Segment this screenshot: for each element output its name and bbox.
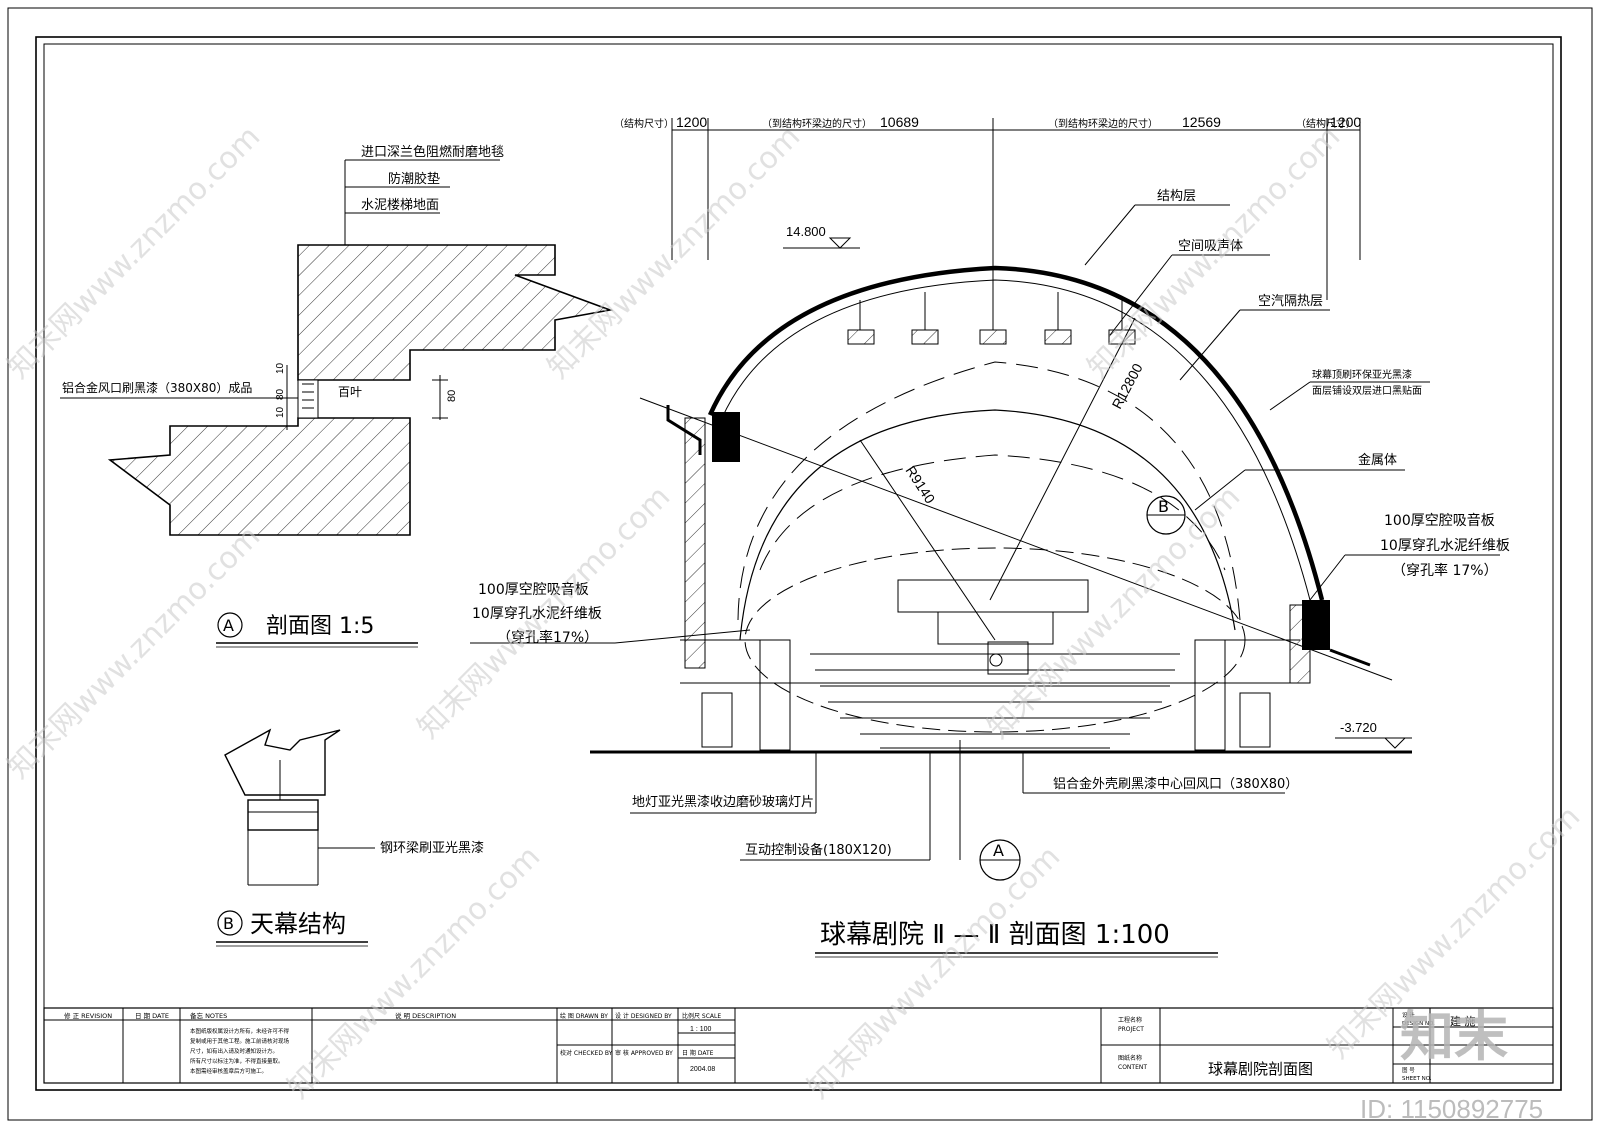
callout-left-board-2: 10厚穿孔水泥纤维板 [472,606,602,622]
tb-project-label-2: PROJECT [1118,1026,1144,1033]
tb-date-col: 日 期 DATE [135,1012,169,1020]
detail-b-title: 天幕结构 [250,910,346,938]
section-marker-b: B [1158,497,1169,516]
label-carpet: 进口深兰色阻燃耐磨地毯 [361,144,504,160]
detail-a-marker: A [223,616,234,635]
callout-absorber: 空间吸声体 [1178,239,1243,254]
elevation-top: 14.800 [786,224,826,239]
dim-label-4: （结构尺寸） [1296,117,1356,130]
tb-project-label-1: 工程名称 [1118,1016,1142,1024]
callout-floor-light: 地灯亚光黑漆收边磨砂玻璃灯片 [632,794,814,810]
tb-notes-head: 备忘 NOTES [190,1011,227,1020]
dim-10-bottom: 10 [275,406,286,418]
detail-a: 80 10 80 10 进口深兰色阻燃耐磨地毯 防潮胶垫 水泥楼梯地面 铝合金风… [60,144,614,648]
callout-air-layer: 空汽隔热层 [1258,294,1323,309]
tb-notes-5: 本图需经审核盖章后方可施工。 [190,1067,267,1075]
dim-80-right: 80 [446,390,458,402]
label-steel-ring: 钢环梁刷亚光黑漆 [380,840,484,856]
tb-checked-by: 校对 CHECKED BY [560,1049,613,1057]
callout-left-board-3: （穿孔率17%） [497,629,598,646]
label-floor: 水泥楼梯地面 [361,198,439,213]
tb-approved-by: 审 核 APPROVED BY [615,1049,673,1057]
tb-designed-by: 设 计 DESIGNED BY [615,1012,672,1020]
tb-design-label-2: DESIGN NO. [1402,1021,1435,1027]
tb-notes-2: 复制或用于其他工程。施工前请核对现场 [190,1037,290,1045]
label-louver: 百叶 [338,385,362,399]
callout-control: 互动控制设备(180X120) [745,842,892,858]
tb-drawn-by: 绘 图 DRAWN BY [560,1012,608,1020]
callout-right-board-1: 100厚空腔吸音板 [1384,512,1495,529]
callout-right-board-3: （穿孔率 17%） [1392,562,1498,579]
callout-left-board-1: 100厚空腔吸音板 [478,581,589,598]
tb-description: 说 明 DESCRIPTION [395,1011,456,1020]
tb-sheet-label-2: SHEET NO. [1402,1076,1432,1082]
tb-date-value: 2004.08 [690,1066,715,1073]
tb-scale-value: 1 : 100 [690,1026,712,1033]
detail-b: 钢环梁刷亚光黑漆 B 天幕结构 [216,728,484,947]
label-vent: 铝合金风口刷黑漆（380X80）成品 [62,380,252,395]
tb-design-label-1: 设 计 [1402,1011,1415,1019]
detail-a-title: 剖面图 1:5 [266,614,374,639]
callout-dome-paint-1: 球幕顶刷环保亚光黑漆 [1312,368,1412,381]
callout-structure: 结构层 [1157,189,1196,204]
callout-dome-paint-2: 面层铺设双层进口黑贴面 [1312,384,1422,397]
dim-80-left: 80 [275,388,286,400]
watermark-id: ID: 1150892775 [1360,1094,1543,1124]
tb-notes-4: 所有尺寸以标注为准，不得直接量取。 [190,1057,284,1065]
section-marker-a: A [993,841,1004,860]
dim-label-3: （到结构环梁边的尺寸） [1048,117,1158,130]
dim-value-4: 1200 [1330,114,1361,130]
callout-return-vent: 铝合金外壳刷黑漆中心回风口（380X80） [1053,776,1298,792]
callout-metal: 金属体 [1358,452,1397,468]
dim-label-1: （结构尺寸） [614,117,674,130]
watermark-logo: 知末 [1400,1005,1508,1068]
title-block: 修 正 REVISION 日 期 DATE 备忘 NOTES 本图纸版权属设计方… [43,1007,1554,1084]
dim-value-1: 1200 [676,114,707,130]
elevation-bottom: -3.720 [1340,720,1377,735]
tb-sheet-mark: 建 施 [1450,1014,1476,1028]
tb-date-label: 日 期 DATE [682,1049,714,1057]
tb-revision: 修 正 REVISION [64,1011,112,1020]
tb-notes-3: 尺寸，如有出入请及时通知设计方。 [190,1047,278,1055]
detail-b-marker: B [223,914,234,933]
dim-value-2: 10689 [880,114,919,130]
dim-value-3: 12569 [1182,114,1221,130]
tb-scale-label: 比例尺 SCALE [682,1012,721,1020]
dim-10-top: 10 [275,362,286,374]
tb-sheet-label-1: 图 号 [1402,1066,1415,1074]
dim-label-2: （到结构环梁边的尺寸） [762,117,872,130]
callout-right-board-2: 10厚穿孔水泥纤维板 [1380,538,1510,554]
tb-content-label-2: CONTENT [1118,1064,1147,1071]
sheet-border [7,7,1593,1121]
section-title: 球幕剧院 Ⅱ — Ⅱ 剖面图 1:100 [820,920,1170,950]
label-pad: 防潮胶垫 [388,171,440,187]
seating-rows [810,653,1180,749]
tb-content-label-1: 图纸名称 [1118,1054,1142,1062]
tb-content-value: 球幕剧院剖面图 [1208,1060,1313,1078]
dome-section: （结构尺寸） 1200 （到结构环梁边的尺寸） 10689 （到结构环梁边的尺寸… [470,114,1510,958]
tb-notes-1: 本图纸版权属设计方所有，未经许可不得 [190,1027,290,1035]
